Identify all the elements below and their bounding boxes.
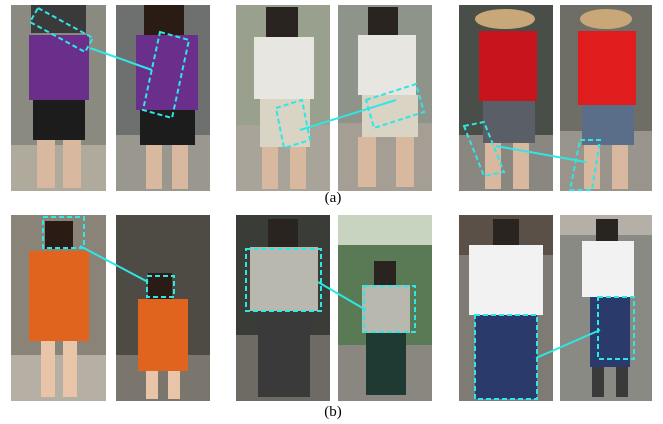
photo-b1-right xyxy=(116,215,210,401)
photo-b2-right xyxy=(338,215,432,401)
photo-a3-left xyxy=(459,5,553,191)
photo-b3-left xyxy=(459,215,553,401)
photo-a2-left xyxy=(236,5,330,191)
photo-a1-right xyxy=(116,5,210,191)
photo-a1-left xyxy=(11,5,106,191)
photo-b1-left xyxy=(11,215,106,401)
photo-b2-left xyxy=(236,215,330,401)
photo-a3-right xyxy=(560,5,652,191)
caption-b: (b) xyxy=(324,404,342,420)
photo-a2-right xyxy=(338,5,432,191)
photo-b3-right xyxy=(560,215,652,401)
caption-a: (a) xyxy=(324,190,342,206)
